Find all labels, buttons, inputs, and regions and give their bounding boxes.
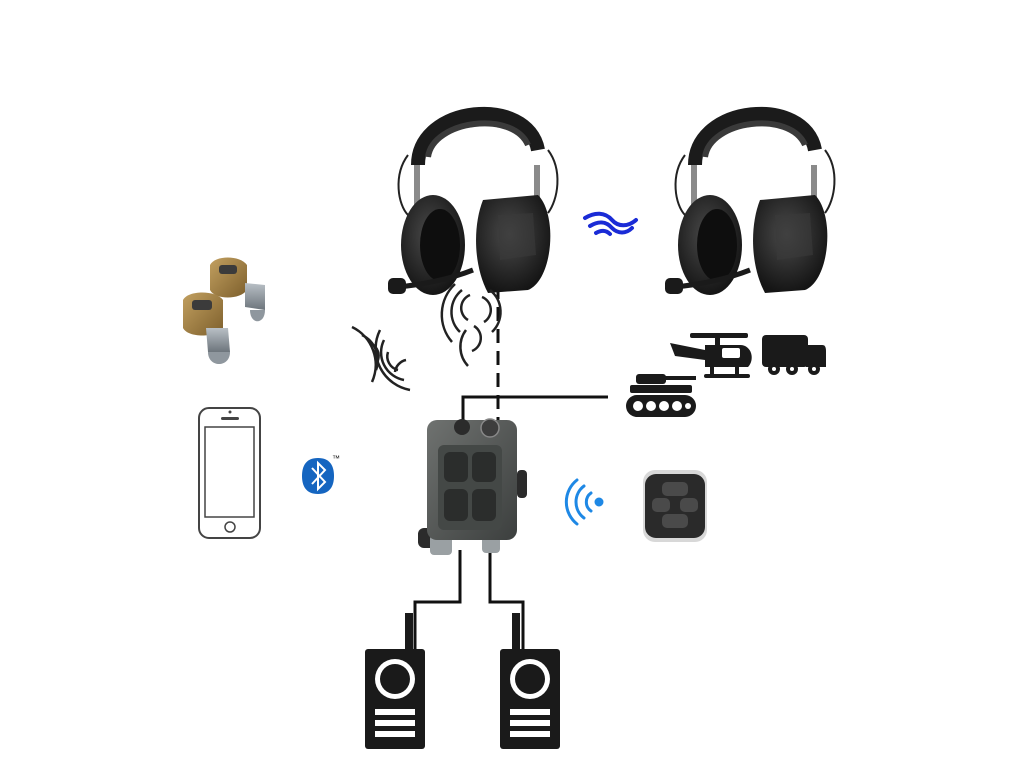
cable-control-to-radio-left (415, 550, 460, 650)
wireless-wave-icon (585, 214, 636, 234)
wireless-signal-icon-upper (442, 284, 501, 366)
headset-left (388, 114, 557, 295)
control-unit (418, 419, 527, 555)
truck-icon (762, 335, 826, 375)
ptt-remote (643, 470, 707, 542)
helicopter-icon (670, 333, 752, 378)
two-way-radio-right (500, 613, 560, 749)
bluetooth-trademark: ™ (332, 454, 340, 463)
smartphone-icon (199, 408, 260, 538)
earbuds (183, 258, 265, 365)
bluetooth-icon (302, 458, 334, 494)
wireless-broadcast-icon (566, 480, 602, 524)
wireless-signal-icon-lower (352, 327, 410, 390)
headset-right (665, 114, 834, 295)
tank-icon (626, 374, 696, 417)
